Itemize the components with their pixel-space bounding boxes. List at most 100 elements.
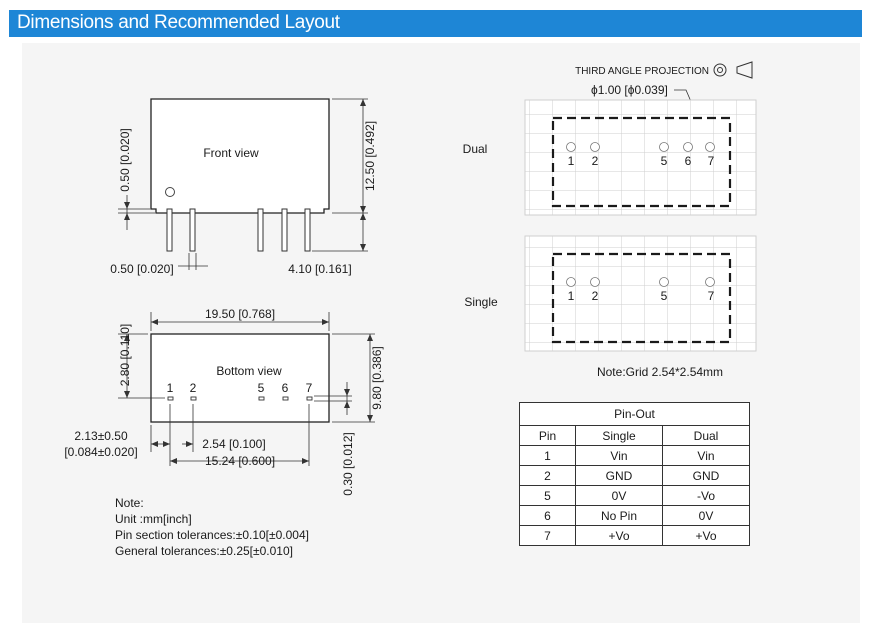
dim-depth: 9.80 [0.386]	[370, 346, 384, 409]
front-pin	[304, 208, 311, 252]
dim-span: 15.24 [0.600]	[205, 454, 275, 468]
single-hole	[705, 277, 715, 287]
table-cell: GND	[662, 465, 750, 486]
bottom-pin-number: 1	[167, 381, 174, 395]
dim-pin-length: 4.10 [0.161]	[288, 262, 351, 276]
dual-hole	[705, 142, 715, 152]
front-view-label: Front view	[203, 146, 259, 160]
table-cell: No Pin	[575, 505, 663, 526]
dim-standoff: 0.50 [0.020]	[118, 128, 132, 191]
table-cell: GND	[575, 465, 663, 486]
table-cell: 1	[519, 445, 576, 466]
bottom-view: Bottom view 1 2 5 6 7	[64, 307, 384, 496]
dual-grid	[524, 99, 757, 216]
pinout-table: Pin-Out Pin Single Dual 1 Vin Vin 2 GND …	[519, 402, 750, 546]
dual-label: Dual	[463, 142, 488, 156]
bottom-pin	[258, 396, 265, 401]
dual-hole	[566, 142, 576, 152]
table-cell: Vin	[662, 445, 750, 466]
notes-block: Note: Unit :mm[inch] Pin section toleran…	[115, 495, 309, 559]
table-cell: 0V	[575, 485, 663, 506]
third-angle-projection: THIRD ANGLE PROJECTION	[575, 61, 753, 79]
table-cell: 2	[519, 465, 576, 486]
table-row: 7 +Vo +Vo	[519, 525, 750, 546]
table-cell: 7	[519, 525, 576, 546]
bottom-pin	[190, 396, 197, 401]
front-pin	[166, 208, 173, 252]
table-row: 6 No Pin 0V	[519, 505, 750, 526]
dual-pin-number: 1	[568, 154, 575, 168]
bottom-pin	[306, 396, 313, 401]
table-cell: 6	[519, 505, 576, 526]
hole-diameter-label: ϕ1.00 [ϕ0.039]	[591, 83, 668, 97]
dim-height: 12.50 [0.492]	[363, 121, 377, 191]
dim-edge-offset: 2.80 [0.110]	[118, 324, 132, 387]
table-cell: +Vo	[662, 525, 750, 546]
dim-first-pin-inch: [0.084±0.020]	[64, 445, 137, 459]
bottom-view-label: Bottom view	[216, 364, 282, 378]
bottom-pin-number: 6	[282, 381, 289, 395]
bottom-pin	[167, 396, 174, 401]
notes-general-tolerance: General tolerances:±0.25[±0.010]	[115, 544, 293, 558]
grid-note: Note:Grid 2.54*2.54mm	[597, 365, 723, 379]
section-title: Dimensions and Recommended Layout	[17, 12, 340, 33]
dual-layout: 1 2 5 6 7	[524, 99, 757, 216]
single-layout: 1 2 5 7	[524, 235, 757, 352]
column-header-dual: Dual	[662, 425, 750, 446]
bottom-view-body	[150, 333, 330, 423]
bottom-pin-number: 2	[190, 381, 197, 395]
front-pin	[189, 208, 196, 252]
section-header: Dimensions and Recommended Layout	[9, 10, 862, 37]
table-cell: 5	[519, 485, 576, 506]
table-cell: +Vo	[575, 525, 663, 546]
single-hole	[659, 277, 669, 287]
dual-pin-number: 7	[708, 154, 715, 168]
table-row: 2 GND GND	[519, 465, 750, 486]
notes-pin-tolerance: Pin section tolerances:±0.10[±0.004]	[115, 528, 309, 542]
dim-first-pin: 2.13±0.50	[74, 429, 128, 443]
dual-pin-number: 5	[661, 154, 668, 168]
dim-length: 19.50 [0.768]	[205, 307, 275, 321]
bottom-pin-number: 7	[306, 381, 313, 395]
front-view: Front view 12.50 [0.492] 0.50 [0.	[110, 98, 377, 276]
dim-pin-thickness: 0.30 [0.012]	[341, 432, 355, 495]
dual-hole	[683, 142, 693, 152]
bottom-pin-number: 5	[258, 381, 265, 395]
table-cell: -Vo	[662, 485, 750, 506]
dual-pin-number: 2	[592, 154, 599, 168]
single-outline	[551, 252, 732, 344]
dual-pin-number: 6	[685, 154, 692, 168]
column-header-pin: Pin	[519, 425, 576, 446]
projection-circle-icon	[713, 63, 727, 77]
front-view-pins	[166, 208, 311, 252]
single-hole	[590, 277, 600, 287]
dual-hole	[590, 142, 600, 152]
dual-outline	[551, 116, 732, 208]
bottom-pin	[282, 396, 289, 401]
pin1-marker-icon	[165, 187, 175, 197]
column-header-single: Single	[575, 425, 663, 446]
dual-hole	[659, 142, 669, 152]
table-cell: Vin	[575, 445, 663, 466]
single-pin-number: 5	[661, 289, 668, 303]
single-hole	[566, 277, 576, 287]
dim-pin-width: 0.50 [0.020]	[110, 262, 173, 276]
single-pin-number: 2	[592, 289, 599, 303]
notes-unit: Unit :mm[inch]	[115, 512, 192, 526]
table-row: 1 Vin Vin	[519, 445, 750, 466]
front-view-body	[150, 98, 330, 214]
pinout-title: Pin-Out	[519, 402, 750, 426]
front-pin	[281, 208, 288, 252]
single-pin-number: 1	[568, 289, 575, 303]
projection-label: THIRD ANGLE PROJECTION	[575, 66, 709, 77]
projection-cone-icon	[736, 61, 753, 79]
single-grid	[524, 235, 757, 352]
single-pin-number: 7	[708, 289, 715, 303]
single-label: Single	[464, 295, 498, 309]
table-cell: 0V	[662, 505, 750, 526]
table-row: 5 0V -Vo	[519, 485, 750, 506]
front-pin	[257, 208, 264, 252]
notes-title: Note:	[115, 496, 144, 510]
dim-pitch: 2.54 [0.100]	[202, 437, 265, 451]
